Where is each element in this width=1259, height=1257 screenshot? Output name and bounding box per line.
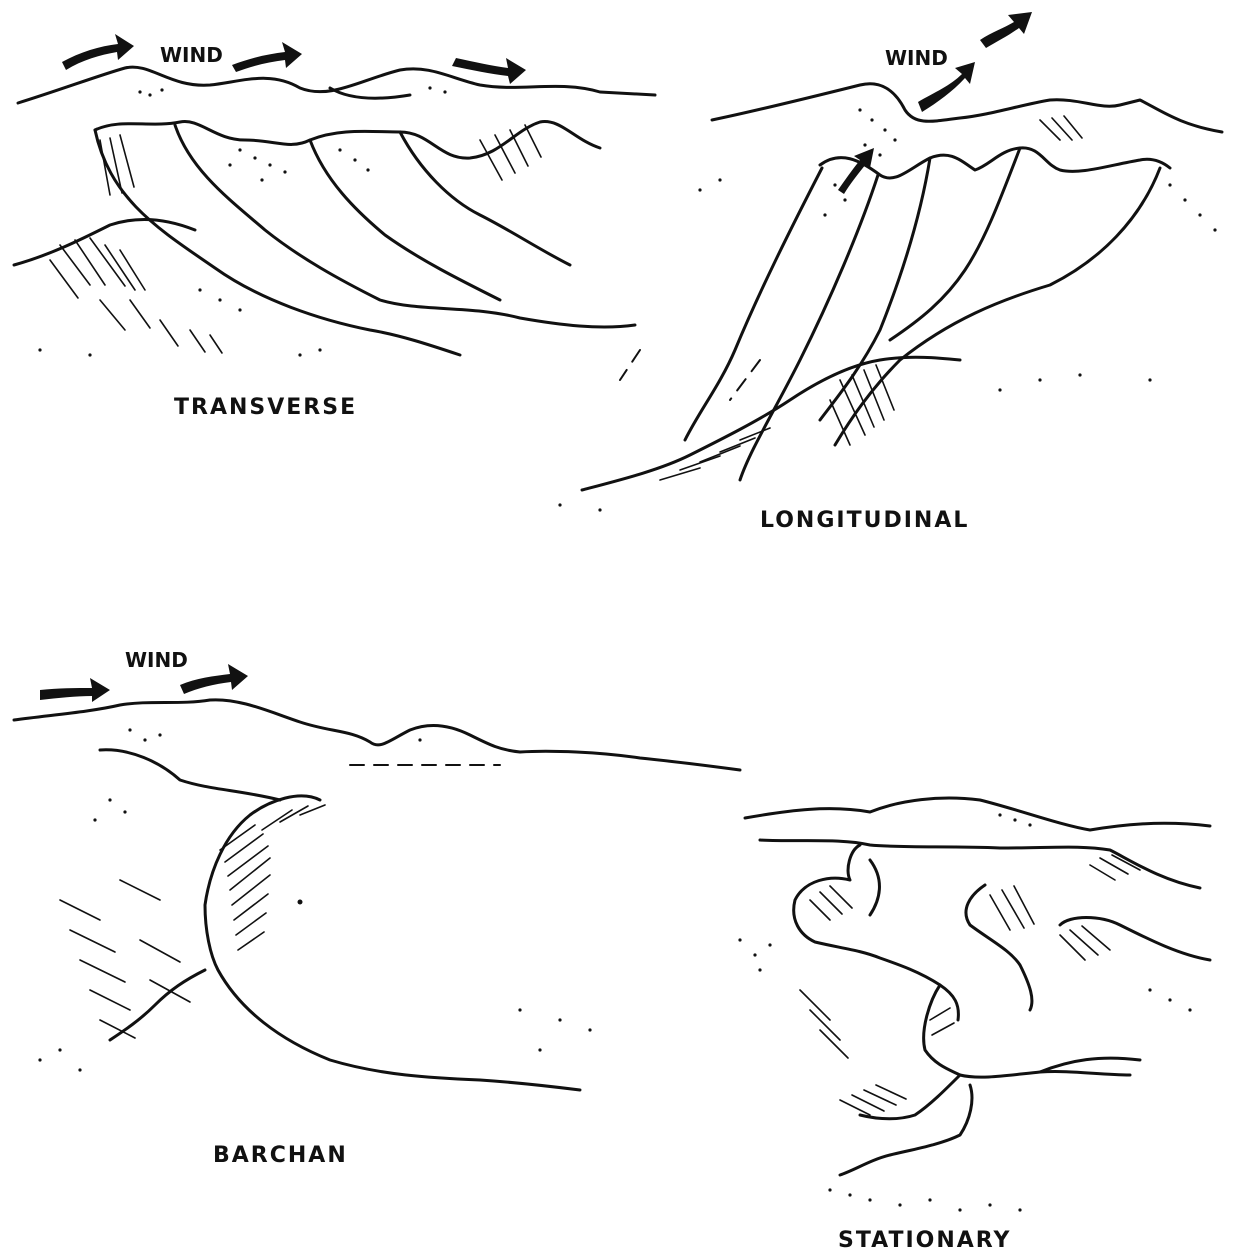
stationary-dune-drawing — [738, 798, 1210, 1212]
stationary-panel: STATIONARY — [738, 798, 1210, 1253]
barchan-dune-drawing — [14, 700, 740, 1090]
longitudinal-title: LONGITUDINAL — [760, 508, 969, 533]
longitudinal-wind-arrow-icon — [980, 12, 1032, 48]
transverse-dune-drawing — [14, 67, 655, 357]
barchan-wind-arrow-icon — [40, 678, 110, 702]
barchan-panel: WIND BARCHAN — [14, 648, 740, 1168]
longitudinal-panel: WIND LONGITUDINAL — [558, 12, 1222, 533]
longitudinal-dune-drawing — [558, 84, 1222, 512]
barchan-wind-label: WIND — [125, 648, 188, 672]
stationary-title: STATIONARY — [838, 1228, 1011, 1253]
barchan-title: BARCHAN — [213, 1143, 348, 1168]
longitudinal-wind-arrow-icon — [838, 148, 874, 194]
longitudinal-wind-label: WIND — [885, 46, 948, 70]
transverse-wind-arrow-icon — [62, 34, 134, 70]
transverse-title: TRANSVERSE — [174, 395, 357, 420]
transverse-panel: WIND TRANSVERSE — [14, 34, 655, 420]
transverse-wind-arrow-icon — [232, 42, 302, 72]
transverse-wind-label: WIND — [160, 43, 223, 67]
barchan-wind-arrow-icon — [180, 664, 248, 694]
